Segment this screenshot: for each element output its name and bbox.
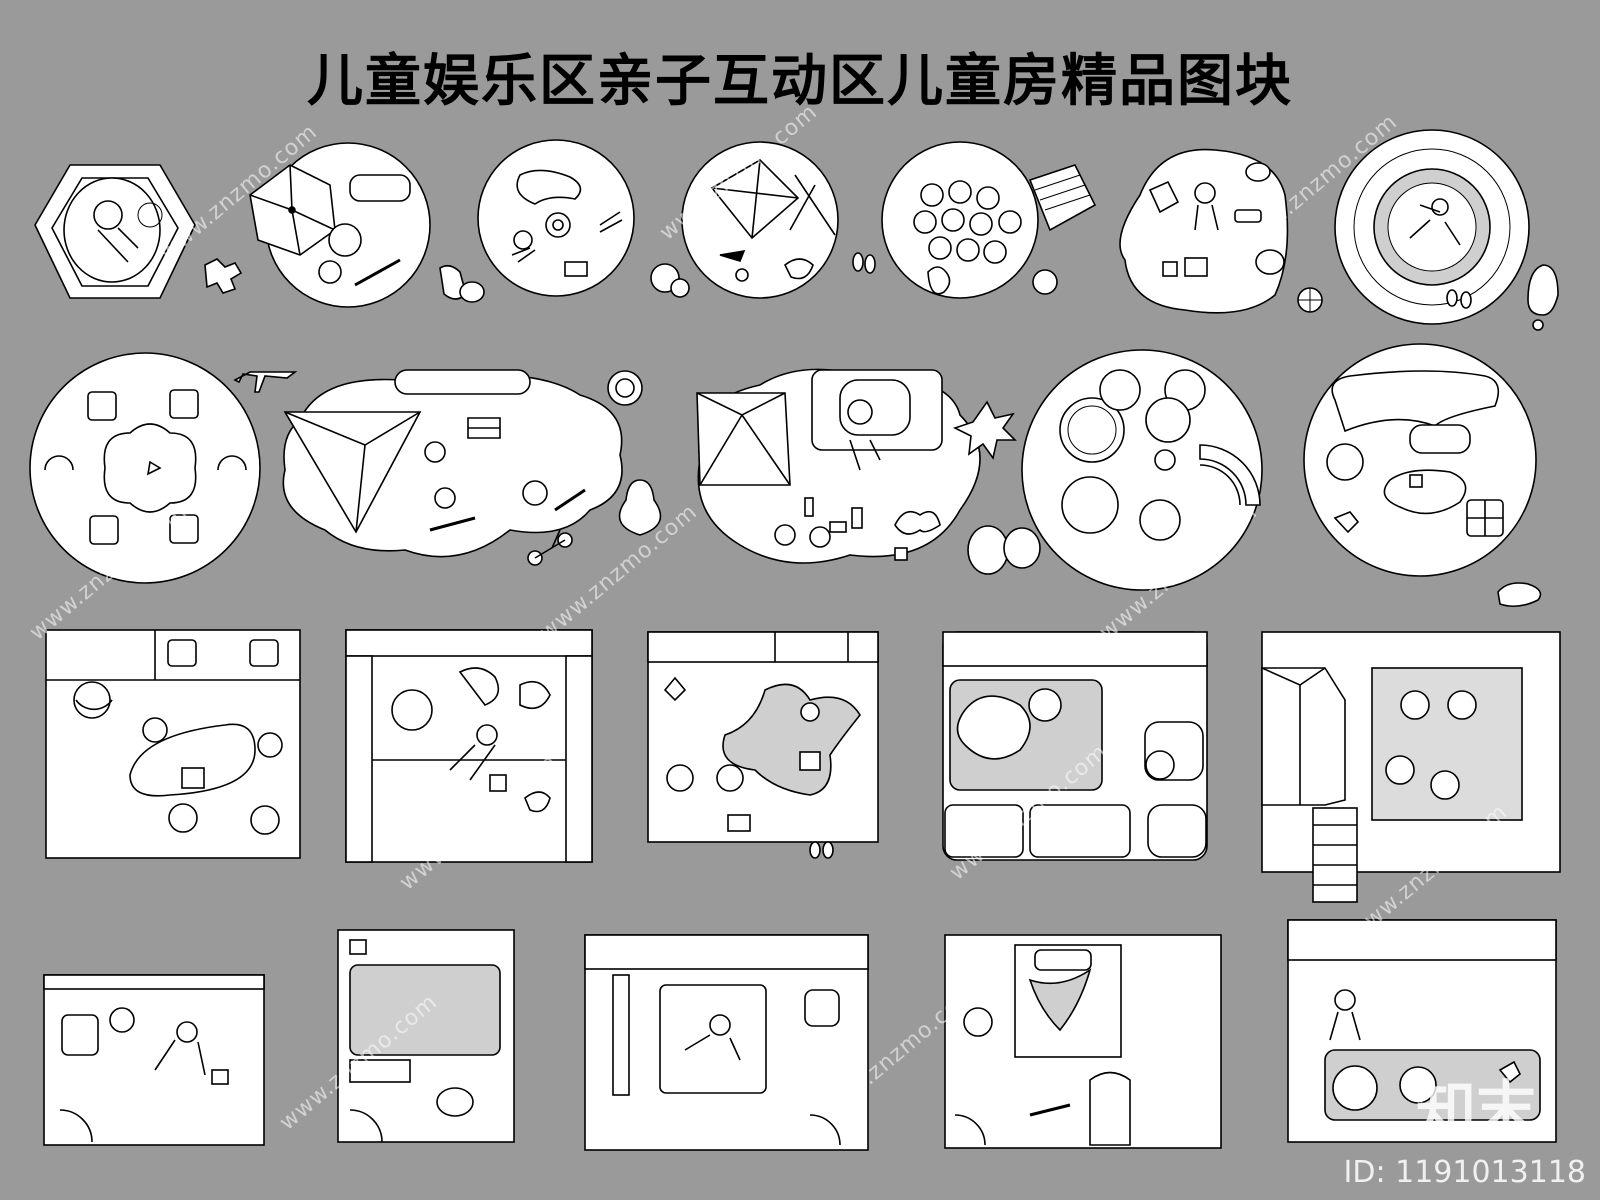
- block-pouf-cluster: [1021, 349, 1263, 591]
- room-bedroom-5: [1287, 919, 1557, 1143]
- block-round-sofa: [1303, 343, 1537, 577]
- page-title: 儿童娱乐区亲子互动区儿童房精品图块: [307, 49, 1293, 114]
- dog-toy-icon: [1497, 582, 1542, 608]
- room-bedroom-2: [337, 929, 515, 1143]
- bone-toy-icon: [204, 258, 243, 294]
- slipper-icon: [852, 252, 876, 274]
- stepping-stone-icon: [967, 525, 1041, 575]
- airplane-icon: [233, 371, 298, 393]
- id-watermark: ID: 1191013118: [1343, 1155, 1586, 1190]
- ball-icon: [1297, 287, 1323, 313]
- room-sofa-corner: [942, 631, 1208, 861]
- block-blob-tent: [282, 369, 623, 558]
- block-drone-play: [477, 139, 635, 297]
- block-round-bed: [1334, 129, 1530, 325]
- room-play-loft: [345, 629, 593, 863]
- room-rug-playroom: [647, 631, 879, 859]
- room-loft-ball-pit: [1261, 631, 1561, 903]
- brand-watermark: 知末: [1416, 1075, 1536, 1145]
- room-bedroom-1: [43, 974, 265, 1146]
- room-study-lounge: [45, 629, 301, 859]
- room-bedroom-4: [944, 934, 1222, 1149]
- bowling-pin-icon: [439, 264, 485, 303]
- flower-cushion-icon: [607, 370, 643, 406]
- room-bedroom-3: [584, 934, 869, 1151]
- bowling-pin-icon: [618, 479, 662, 536]
- duck-toy-icon: [1527, 264, 1559, 331]
- star-flower-icon: [952, 400, 1017, 460]
- block-reading-nook: [34, 164, 196, 299]
- block-blob-sofa: [696, 368, 981, 564]
- ball-icon: [650, 263, 690, 298]
- balance-bike-icon: [527, 529, 573, 566]
- block-tent-play: [681, 141, 839, 299]
- block-blob-rug: [1119, 148, 1289, 314]
- block-umbrella-play: [249, 142, 431, 308]
- block-flower-mat: [881, 141, 1097, 299]
- block-round-table: [29, 352, 261, 584]
